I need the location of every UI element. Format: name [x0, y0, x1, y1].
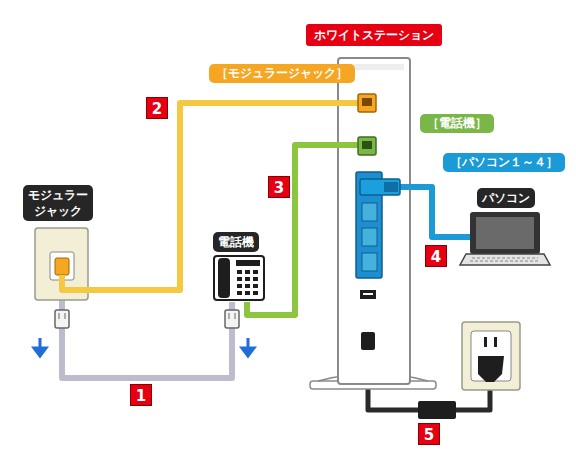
cable [62, 300, 232, 378]
phone-display [236, 260, 260, 266]
plug [225, 310, 239, 328]
cable-stub [337, 100, 360, 106]
phone-key [245, 284, 250, 288]
cable-stub [337, 142, 360, 148]
port-label: ［モジュラージャック］ [209, 62, 355, 83]
wall-outlet [462, 322, 520, 390]
phone-key [237, 284, 242, 288]
laptop-keys [470, 261, 540, 262]
cable-stub [62, 275, 96, 290]
phone-key [253, 270, 258, 274]
wall-jack-box: モジュラー ジャック [20, 185, 95, 300]
laptop-display [476, 217, 534, 249]
phone-key [245, 291, 250, 295]
phone-box: 電話機 [205, 232, 267, 302]
down-arrow [242, 338, 254, 356]
phone-key [253, 291, 258, 295]
lan-port [362, 228, 377, 246]
part-name: パソコン [477, 188, 535, 208]
lan-port [362, 203, 377, 221]
callout-number: 1 [130, 384, 152, 406]
port-label: ［電話機］ [420, 112, 494, 133]
callout-number: 2 [146, 97, 168, 119]
laptop-keys [472, 258, 538, 259]
phone-key [237, 277, 242, 281]
power-plug [478, 356, 504, 382]
power-adapter [418, 401, 456, 419]
phone-port [358, 137, 376, 155]
lan-plug [360, 179, 400, 195]
port-name: ［パソコン１～４］ [443, 153, 565, 172]
down-arrow [34, 338, 46, 356]
outlet-slot [484, 337, 487, 347]
usb-port [360, 290, 376, 299]
device-body [338, 58, 410, 384]
port-name: ［モジュラージャック］ [209, 64, 355, 83]
device-name: ホワイトステーション [306, 24, 442, 46]
callout-number: 4 [425, 245, 447, 267]
port-name: ［電話機］ [420, 114, 494, 133]
lan-port [362, 253, 377, 271]
usb-slot [363, 293, 373, 295]
plug-detail [59, 313, 60, 319]
phone-key [237, 270, 242, 274]
phone-key [245, 277, 250, 281]
plug-detail [65, 313, 66, 319]
port-hole [362, 141, 372, 149]
lan-plug-boot [384, 182, 398, 192]
outlet-slot [494, 337, 497, 347]
plug-detail [235, 313, 236, 319]
laptop-screen [470, 212, 540, 254]
part-name: 電話機 [213, 232, 259, 252]
cable [410, 187, 460, 237]
phone-key [245, 270, 250, 274]
power-jack [361, 332, 375, 350]
phone-body [214, 256, 264, 300]
outlet-face [471, 331, 511, 381]
pc-box: パソコン [460, 188, 552, 266]
part-name: モジュラー ジャック [23, 185, 93, 221]
cable-stub [458, 234, 470, 240]
callout-number: 5 [418, 423, 440, 445]
port-label: ［パソコン１～４］ [443, 151, 565, 172]
phone-key [237, 291, 242, 295]
phone-handset [218, 258, 230, 298]
modular-port [358, 94, 376, 112]
wall-jack-plug [55, 258, 69, 275]
callout-number: 3 [268, 176, 290, 198]
phone-key [253, 277, 258, 281]
phone-key [253, 284, 258, 288]
plug-detail [229, 313, 230, 319]
port-hole [362, 98, 372, 106]
phone-keypad [237, 270, 258, 295]
laptop-base [460, 254, 550, 265]
plug [55, 310, 69, 328]
device-box: ホワイトステーション [338, 58, 410, 384]
